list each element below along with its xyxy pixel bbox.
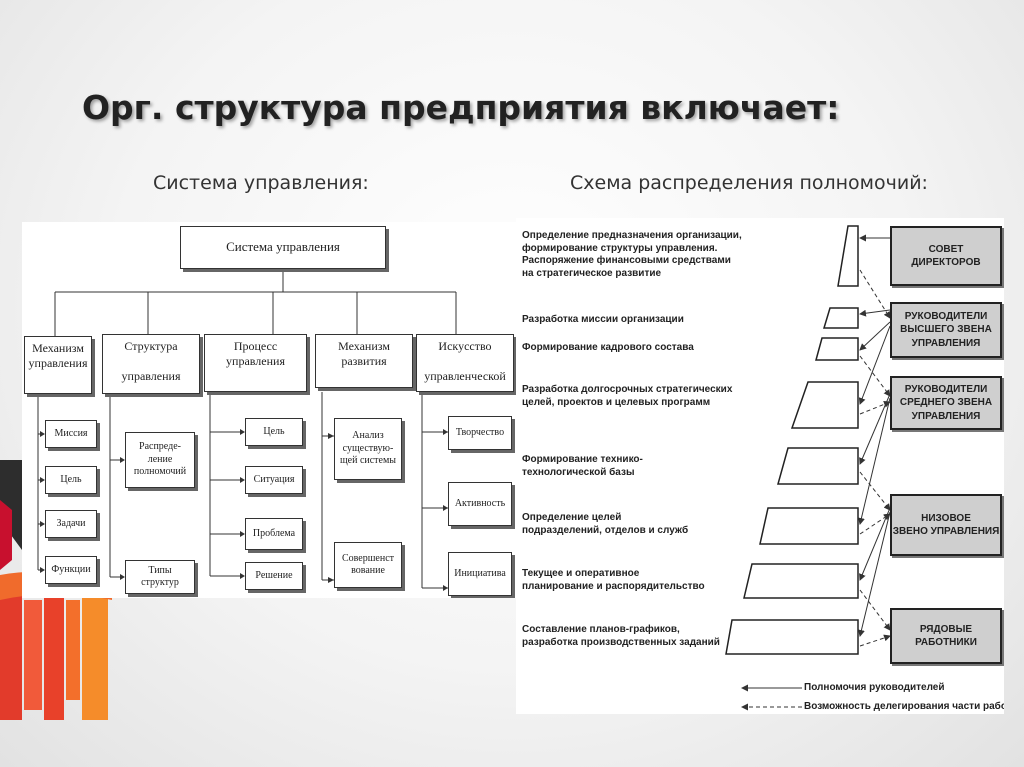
legend-dashed-label: Возможность делегирования части работ bbox=[804, 701, 1004, 712]
subtitle-management-system: Система управления: bbox=[153, 172, 369, 194]
level-label-8: Составление планов-графиков, разработка … bbox=[522, 624, 720, 648]
pyramid-and-arrows bbox=[725, 225, 891, 711]
column-title-process: Процесс управления bbox=[204, 334, 307, 392]
leaf-tasks: Задачи bbox=[45, 510, 97, 538]
level-label-5: Формирование технико- технологической ба… bbox=[522, 454, 643, 478]
role-middle-managers: РУКОВОДИТЕЛИ СРЕДНЕГО ЗВЕНА УПРАВЛЕНИЯ bbox=[890, 376, 1002, 430]
leaf-analysis: Анализ существую- щей системы bbox=[334, 418, 402, 480]
leaf-improvement: Совершенст вование bbox=[334, 542, 402, 588]
column-title-art: Искусство управленческой bbox=[416, 334, 514, 392]
leaf-authority-distribution: Распреде- ление полномочий bbox=[125, 432, 195, 488]
pyramid-level-6 bbox=[759, 507, 859, 545]
pyramid-level-4 bbox=[790, 381, 859, 429]
leaf-activity: Активность bbox=[448, 482, 512, 526]
leaf-problem: Проблема bbox=[245, 518, 303, 550]
leaf-initiative: Инициатива bbox=[448, 552, 512, 596]
leaf-decision: Решение bbox=[245, 562, 303, 590]
pyramid-level-5 bbox=[777, 447, 859, 485]
column-title-structure: Структура управления bbox=[102, 334, 200, 394]
leaf-functions: Функции bbox=[45, 556, 97, 584]
subtitle-authority-scheme: Схема распределения полномочий: bbox=[570, 172, 928, 194]
leaf-situation: Ситуация bbox=[245, 466, 303, 494]
column-title-development: Механизм развития bbox=[315, 334, 413, 388]
level-label-3: Формирование кадрового состава bbox=[522, 342, 694, 353]
leaf-creativity: Творчество bbox=[448, 416, 512, 450]
authority-distribution-diagram: Определение предназначения организации, … bbox=[516, 218, 1004, 714]
management-system-diagram: Система управления Механизм управления С… bbox=[22, 222, 516, 598]
level-label-2: Разработка миссии организации bbox=[522, 314, 684, 325]
leaf-goal: Цель bbox=[45, 466, 97, 494]
column-title-mechanism: Механизм управления bbox=[24, 336, 92, 394]
level-label-4: Разработка долгосрочных стратегических ц… bbox=[522, 384, 733, 408]
role-lower-management: НИЗОВОЕ ЗВЕНО УПРАВЛЕНИЯ bbox=[890, 494, 1002, 556]
pyramid-level-1 bbox=[837, 225, 859, 287]
level-label-7: Текущее и оперативное планирование и рас… bbox=[522, 568, 705, 592]
leaf-structure-types: Типы структур bbox=[125, 560, 195, 594]
legend-solid-label: Полномочия руководителей bbox=[804, 682, 945, 693]
level-label-6: Определение целей подразделений, отделов… bbox=[522, 512, 689, 536]
level-label-1: Определение предназначения организации, … bbox=[522, 230, 742, 279]
pyramid-level-8 bbox=[725, 619, 859, 655]
slide-title: Орг. структура предприятия включает: bbox=[82, 88, 840, 127]
root-box: Система управления bbox=[180, 226, 386, 269]
role-top-managers: РУКОВОДИТЕЛИ ВЫСШЕГО ЗВЕНА УПРАВЛЕНИЯ bbox=[890, 302, 1002, 358]
pyramid-level-3 bbox=[815, 337, 859, 361]
pyramid-level-2 bbox=[822, 307, 859, 329]
tree-connectors bbox=[37, 269, 457, 591]
role-ordinary-workers: РЯДОВЫЕ РАБОТНИКИ bbox=[890, 608, 1002, 664]
pyramid-level-7 bbox=[743, 563, 859, 599]
leaf-mission: Миссия bbox=[45, 420, 97, 448]
role-board-of-directors: СОВЕТ ДИРЕКТОРОВ bbox=[890, 226, 1002, 286]
leaf-process-goal: Цель bbox=[245, 418, 303, 446]
